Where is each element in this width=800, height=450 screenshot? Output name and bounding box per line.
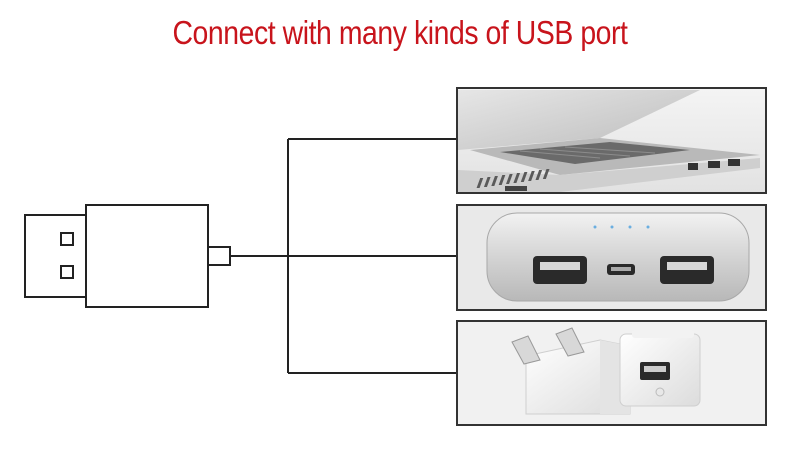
power-bank-usb-ports-icon: [486, 212, 750, 302]
wall-charger-adapter-icon: [511, 327, 701, 415]
connection-lines: [230, 138, 457, 374]
usb-connector-icon: [24, 204, 231, 308]
laptop-panel: [456, 87, 767, 194]
laptop-usb-port-icon: [458, 90, 760, 192]
page-title: Connect with many kinds of USB port: [172, 14, 628, 51]
wall-charger-panel: [456, 320, 767, 426]
power-bank-panel: [456, 204, 767, 311]
